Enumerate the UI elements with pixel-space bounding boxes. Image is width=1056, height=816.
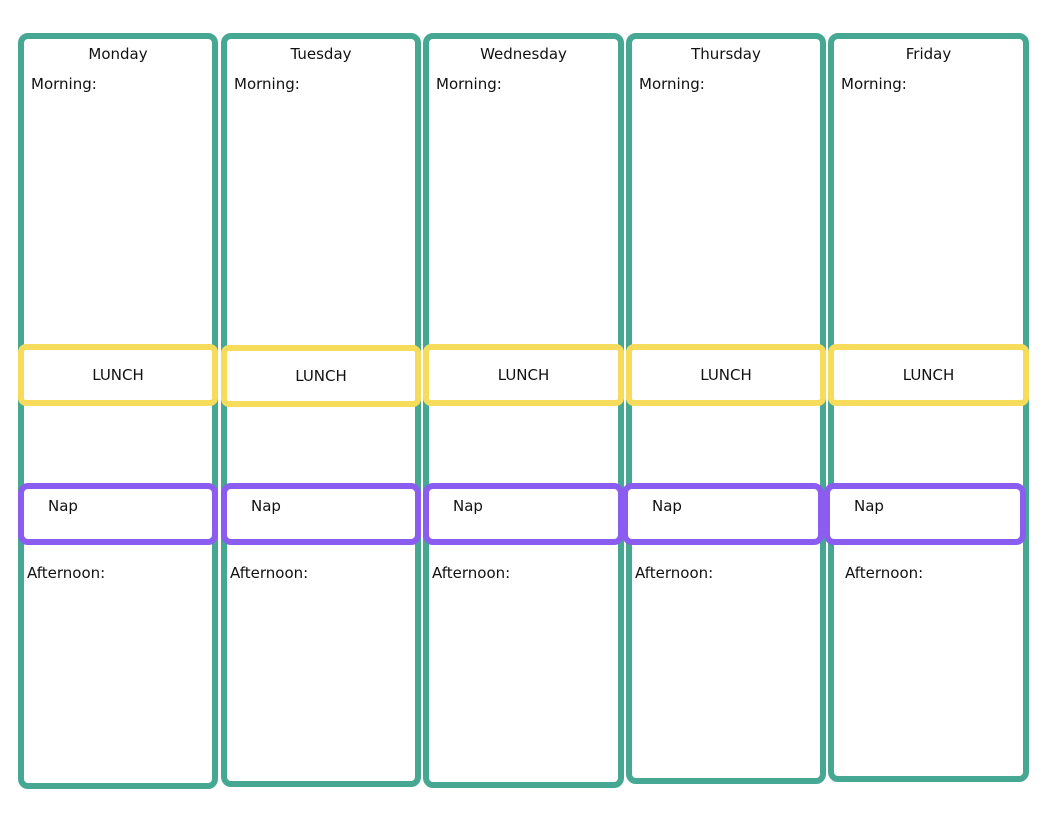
nap-label: Nap: [48, 497, 78, 515]
lunch-box-tuesday: LUNCH: [221, 345, 421, 407]
nap-box-tuesday: Nap: [221, 483, 421, 545]
nap-label: Nap: [251, 497, 281, 515]
afternoon-label: Afternoon:: [845, 564, 924, 582]
lunch-label: LUNCH: [497, 366, 550, 384]
day-title: Monday: [88, 45, 148, 63]
day-title: Friday: [905, 45, 952, 63]
day-column-friday: Friday Morning: Afternoon:: [828, 33, 1029, 782]
morning-label: Morning:: [31, 75, 97, 93]
lunch-label: LUNCH: [902, 366, 955, 384]
nap-box-wednesday: Nap: [423, 483, 624, 545]
lunch-label: LUNCH: [92, 366, 144, 384]
lunch-label: LUNCH: [295, 367, 347, 385]
day-column-thursday: Thursday Morning: Afternoon:: [626, 33, 826, 784]
day-title: Wednesday: [480, 45, 567, 63]
lunch-box-thursday: LUNCH: [626, 344, 826, 406]
nap-box-monday: Nap: [18, 483, 218, 545]
nap-label: Nap: [453, 497, 483, 515]
day-column-tuesday: Tuesday Morning: Afternoon:: [221, 33, 421, 787]
morning-label: Morning:: [841, 75, 907, 93]
lunch-box-friday: LUNCH: [828, 344, 1029, 406]
afternoon-label: Afternoon:: [432, 564, 511, 582]
afternoon-label: Afternoon:: [230, 564, 309, 582]
day-column-monday: Monday Morning: Afternoon:: [18, 33, 218, 789]
morning-label: Morning:: [639, 75, 705, 93]
lunch-label: LUNCH: [700, 366, 752, 384]
morning-label: Morning:: [234, 75, 300, 93]
afternoon-label: Afternoon:: [27, 564, 106, 582]
day-title: Thursday: [691, 45, 761, 63]
morning-label: Morning:: [436, 75, 502, 93]
nap-label: Nap: [854, 497, 884, 515]
afternoon-label: Afternoon:: [635, 564, 714, 582]
nap-label: Nap: [652, 497, 682, 515]
lunch-box-monday: LUNCH: [18, 344, 218, 406]
lunch-box-wednesday: LUNCH: [423, 344, 624, 406]
nap-box-thursday: Nap: [622, 483, 824, 545]
nap-box-friday: Nap: [824, 483, 1026, 545]
day-column-wednesday: Wednesday Morning: Afternoon:: [423, 33, 624, 788]
day-title: Tuesday: [290, 45, 352, 63]
